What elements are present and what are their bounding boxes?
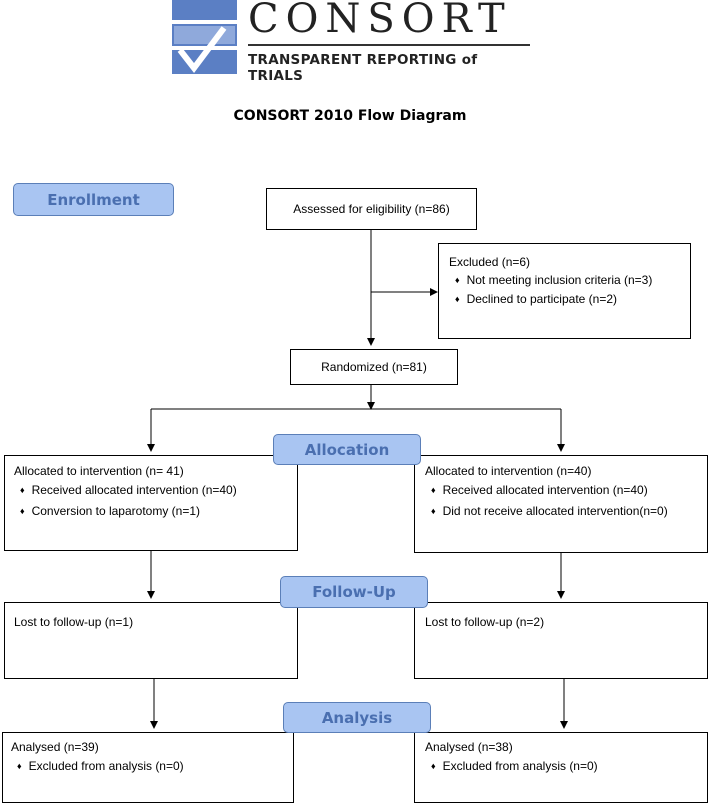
stage-analysis: Analysis (283, 702, 431, 733)
randomized-box: Randomized (n=81) (290, 349, 458, 385)
right-followup-box: Lost to follow-up (n=2) (414, 602, 708, 679)
consort-logo-mark-icon (172, 0, 237, 74)
excluded-title: Excluded (n=6) (449, 255, 531, 269)
stage-enrollment: Enrollment (13, 183, 174, 216)
left-analysed-text: Analysed (n=39) (11, 740, 99, 754)
left-analysis-box: Analysed (n=39) Excluded from analysis (… (2, 732, 294, 803)
right-allocated-text: Allocated to intervention (n=40) (425, 464, 592, 478)
left-allocated-item: Received allocated intervention (n=40) (14, 482, 297, 499)
right-allocated-item: Received allocated intervention (n=40) (425, 482, 707, 499)
left-followup-box: Lost to follow-up (n=1) (4, 602, 298, 679)
left-allocation-box: Allocated to intervention (n= 41) Receiv… (4, 455, 298, 551)
right-allocation-box: Allocated to intervention (n=40) Receive… (414, 455, 708, 553)
consort-logo-word: CONSORT (248, 0, 512, 42)
right-allocated-item: Did not receive allocated intervention(n… (425, 503, 707, 520)
right-analysed-item: Excluded from analysis (n=0) (425, 758, 707, 775)
right-analysed-text: Analysed (n=38) (425, 740, 513, 754)
assessed-eligibility-text: Assessed for eligibility (n=86) (293, 202, 450, 216)
consort-logo-tagline: TRANSPARENT REPORTING of TRIALS (248, 52, 478, 84)
right-analysis-box: Analysed (n=38) Excluded from analysis (… (414, 732, 708, 803)
stage-allocation: Allocation (273, 434, 421, 465)
consort-logo: CONSORT TRANSPARENT REPORTING of TRIALS (172, 0, 532, 84)
randomized-text: Randomized (n=81) (321, 360, 427, 374)
stage-followup: Follow-Up (280, 576, 428, 608)
left-allocated-item: Conversion to laparotomy (n=1) (14, 503, 297, 520)
left-followup-text: Lost to follow-up (n=1) (14, 615, 134, 629)
excluded-item: Declined to participate (n=2) (449, 291, 690, 308)
excluded-box: Excluded (n=6) Not meeting inclusion cri… (438, 243, 691, 339)
right-followup-text: Lost to follow-up (n=2) (425, 615, 545, 629)
assessed-eligibility-box: Assessed for eligibility (n=86) (266, 188, 477, 230)
left-analysed-item: Excluded from analysis (n=0) (11, 758, 293, 775)
excluded-item: Not meeting inclusion criteria (n=3) (449, 272, 690, 289)
diagram-title: CONSORT 2010 Flow Diagram (233, 108, 467, 124)
logo-divider (248, 44, 530, 46)
left-allocated-text: Allocated to intervention (n= 41) (14, 464, 184, 478)
